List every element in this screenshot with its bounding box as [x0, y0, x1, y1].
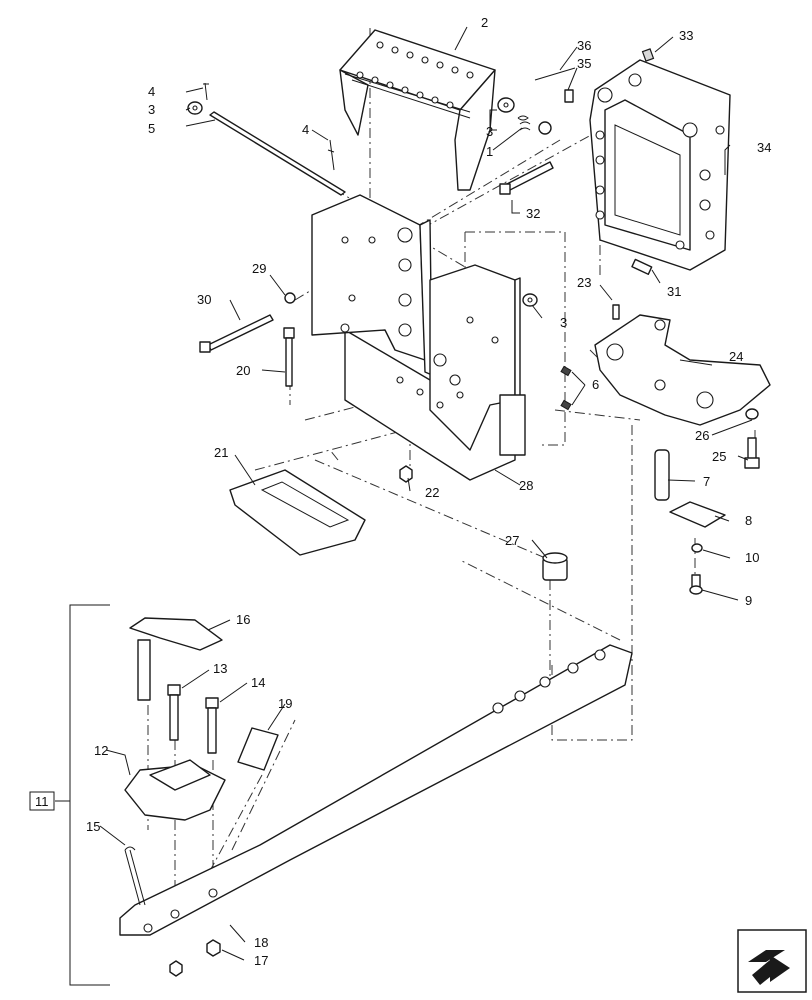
part-26-washer — [745, 408, 759, 420]
part-14-bolt — [205, 697, 219, 754]
part-13-bolt — [167, 684, 181, 741]
leader-lines — [55, 26, 753, 961]
part-28-bracket — [311, 194, 526, 481]
next-page-arrow-icon[interactable] — [737, 929, 807, 993]
callout-11: 11 — [35, 794, 49, 809]
callout-17: 17 — [254, 953, 268, 968]
callout-25: 25 — [712, 449, 726, 464]
part-3-washer-right — [497, 97, 515, 113]
part-18-drawbar — [119, 644, 633, 936]
part-9-bolt — [689, 574, 703, 595]
callout-27: 27 — [505, 533, 519, 548]
callout-24: 24 — [729, 349, 743, 364]
part-27-bushing — [542, 552, 568, 581]
callout-3a: 3 — [148, 102, 155, 117]
callout-8: 8 — [745, 513, 752, 528]
part-7-pin — [654, 449, 670, 501]
part-25-bolt — [744, 437, 760, 469]
callout-23: 23 — [577, 275, 591, 290]
callout-3b: 3 — [486, 124, 493, 139]
callout-21: 21 — [214, 445, 228, 460]
callout-19: 19 — [278, 696, 292, 711]
callout-32: 32 — [526, 206, 540, 221]
part-1-spring — [517, 115, 531, 131]
callout-18: 18 — [254, 935, 268, 950]
part-12-hitch — [124, 759, 226, 821]
part-10-washer — [691, 543, 703, 553]
part-32-bolt — [499, 161, 554, 195]
part-2-top-shield — [339, 29, 496, 191]
callout-29: 29 — [252, 261, 266, 276]
callout-26: 26 — [695, 428, 709, 443]
part-4-pin-left — [203, 82, 209, 101]
callout-1: 1 — [486, 144, 493, 159]
part-35-sleeve — [564, 89, 574, 103]
callout-7: 7 — [703, 474, 710, 489]
callout-6: 6 — [592, 377, 599, 392]
callout-11-box: 11 — [29, 791, 55, 811]
callout-labels: 2 36 35 33 4 3 5 4 3 1 34 32 29 23 31 30… — [86, 15, 771, 968]
callout-4a: 4 — [148, 84, 155, 99]
lower-nut — [169, 960, 183, 977]
part-20-bolt — [283, 327, 295, 387]
part-30-bolt — [199, 314, 274, 353]
shield-holes — [356, 41, 474, 109]
part-24-swing-bracket — [594, 314, 771, 426]
callout-13: 13 — [213, 661, 227, 676]
gear-washer — [538, 121, 552, 135]
part-22-nut — [399, 465, 413, 483]
part-31-pin — [631, 258, 653, 275]
part-5-rod — [209, 111, 346, 196]
part-33-bolt — [641, 48, 655, 62]
kit-11-bracket — [69, 604, 110, 986]
callout-3c: 3 — [560, 315, 567, 330]
part-4-pin-center — [327, 139, 335, 171]
callout-5: 5 — [148, 121, 155, 136]
callout-35: 35 — [577, 56, 591, 71]
callout-2: 2 — [481, 15, 488, 30]
callout-10: 10 — [745, 550, 759, 565]
part-29-washer — [284, 292, 296, 304]
part-21-plate — [229, 469, 366, 556]
part-6-pins — [560, 365, 572, 411]
callout-36: 36 — [577, 38, 591, 53]
part-23-pin — [612, 304, 620, 320]
callout-12: 12 — [94, 743, 108, 758]
part-17-nut — [206, 939, 221, 957]
part-3-washer-mid — [522, 293, 538, 307]
callout-34: 34 — [757, 140, 771, 155]
callout-4b: 4 — [302, 122, 309, 137]
callout-9: 9 — [745, 593, 752, 608]
part-3-washer-left — [187, 101, 203, 115]
part-15-clip — [124, 846, 146, 906]
callout-22: 22 — [425, 485, 439, 500]
part-19-decal — [237, 727, 279, 771]
callout-14: 14 — [251, 675, 265, 690]
callout-16: 16 — [236, 612, 250, 627]
part-36-pin — [534, 67, 576, 81]
part-34-housing — [589, 59, 731, 271]
callout-31: 31 — [667, 284, 681, 299]
part-16-pin — [129, 617, 223, 701]
part-8-plate — [669, 501, 726, 528]
callout-15: 15 — [86, 819, 100, 834]
callout-28: 28 — [519, 478, 533, 493]
callout-30: 30 — [197, 292, 211, 307]
callout-20: 20 — [236, 363, 250, 378]
callout-33: 33 — [679, 28, 693, 43]
